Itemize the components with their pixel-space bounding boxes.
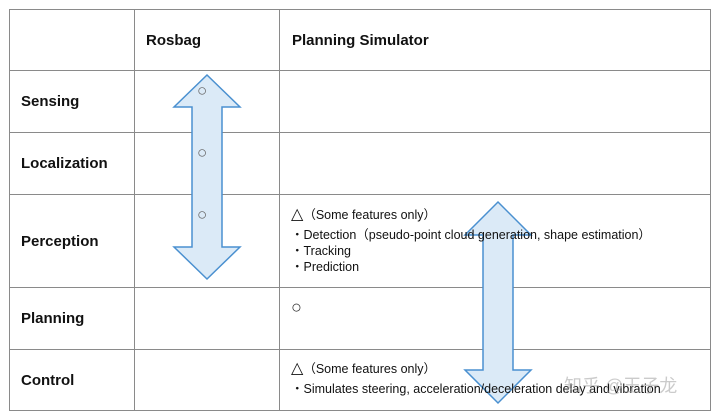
table-border-left [9, 9, 10, 411]
sim-control-heading: △（Some features only） [291, 361, 436, 377]
rosbag-localization-mark: ○ [197, 143, 208, 162]
table-border-bottom [9, 410, 711, 411]
row-label-control: Control [21, 372, 75, 389]
sim-control-item: ・Simulates steering, acceleration/decele… [291, 382, 661, 396]
row-divider-3 [9, 194, 711, 195]
sim-perception-item: ・Detection（pseudo-point cloud generation… [291, 228, 651, 242]
column-divider-1 [134, 9, 135, 411]
row-label-sensing: Sensing [21, 93, 80, 110]
row-divider-5 [9, 349, 711, 350]
rosbag-perception-mark: ○ [197, 205, 208, 224]
rosbag-double-arrow [172, 73, 242, 281]
sim-perception-mark: △ [291, 206, 304, 223]
rosbag-sensing-mark: ○ [197, 81, 208, 100]
watermark: 知乎 @王子龙 [564, 376, 678, 396]
row-divider-2 [9, 132, 711, 133]
column-divider-2 [279, 9, 280, 411]
row-label-perception: Perception [21, 233, 99, 250]
simulator-double-arrow [463, 200, 533, 405]
sim-perception-heading: △（Some features only） [291, 207, 436, 223]
sim-planning-mark: ○ [291, 297, 302, 317]
sim-perception-note: （Some features only） [303, 208, 437, 222]
table-border-right [710, 9, 711, 411]
header-planning-simulator: Planning Simulator [292, 32, 429, 49]
row-label-localization: Localization [21, 155, 108, 172]
sim-control-note: （Some features only） [303, 362, 437, 376]
header-rosbag: Rosbag [146, 32, 202, 49]
sim-perception-item: ・Tracking [291, 244, 351, 258]
row-label-planning: Planning [21, 310, 85, 327]
row-divider-4 [9, 287, 711, 288]
table-border-top [9, 9, 711, 10]
sim-perception-item: ・Prediction [291, 260, 360, 274]
row-divider-1 [9, 70, 711, 71]
sim-control-mark: △ [291, 360, 304, 377]
